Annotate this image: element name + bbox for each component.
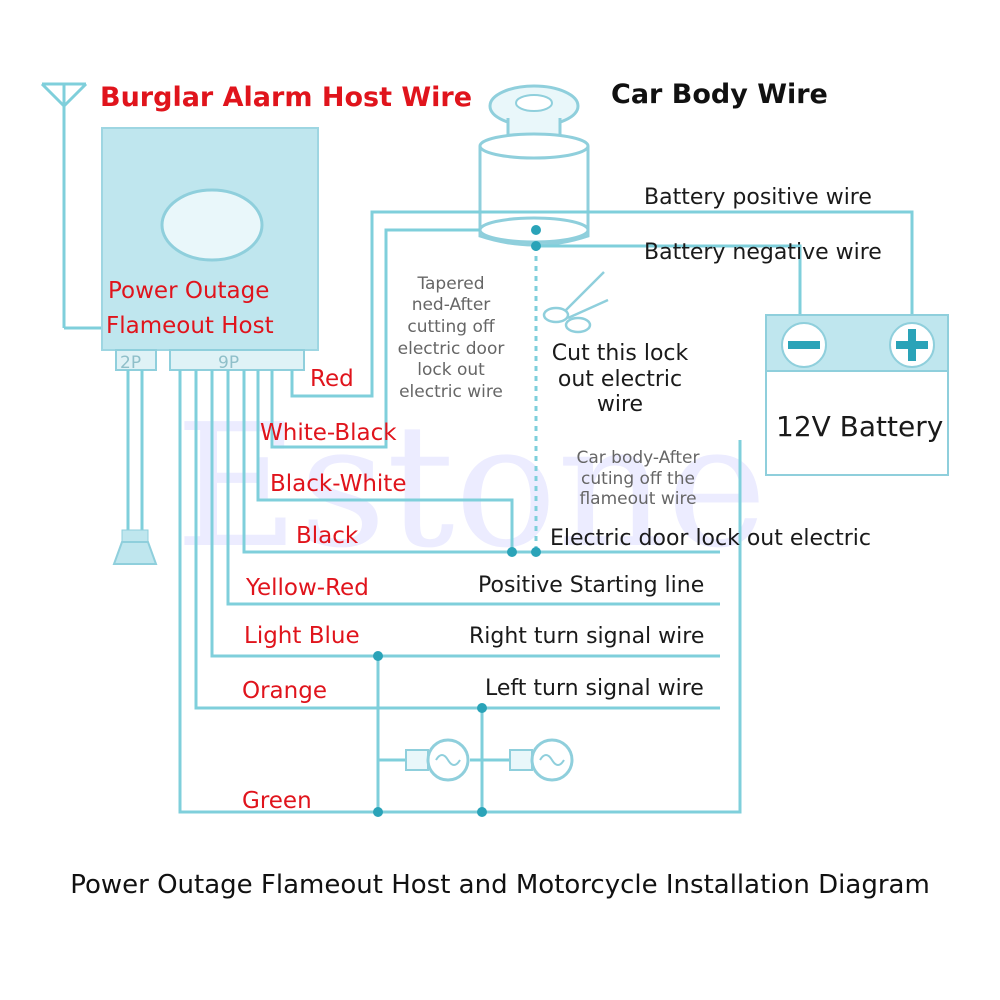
label-yellow-red: Yellow-Red	[245, 575, 369, 601]
ignition-switch-icon	[478, 84, 590, 247]
diagram-caption: Power Outage Flameout Host and Motorcycl…	[70, 870, 930, 900]
battery-12v: 12V Battery	[765, 314, 949, 476]
junction-nodes	[373, 225, 541, 817]
label-red: Red	[310, 366, 354, 392]
siren-icon	[112, 370, 158, 565]
label-positive-starting: Positive Starting line	[478, 573, 704, 598]
label-light-blue: Light Blue	[244, 623, 360, 649]
label-green: Green	[242, 788, 312, 814]
label-battery-negative: Battery negative wire	[644, 240, 882, 265]
connector-9p: 9P	[169, 349, 305, 373]
svg-text:lock out: lock out	[417, 360, 485, 380]
label-battery-positive: Battery positive wire	[644, 185, 872, 210]
host-wire-title: Burglar Alarm Host Wire	[100, 82, 472, 113]
antenna-icon	[40, 82, 104, 330]
svg-text:Car body-After: Car body-After	[576, 448, 699, 468]
svg-text:Tapered: Tapered	[416, 274, 484, 294]
svg-text:Cut this lock: Cut this lock	[552, 341, 689, 366]
svg-text:out electric: out electric	[558, 367, 682, 392]
svg-text:electric wire: electric wire	[399, 382, 503, 402]
battery-label: 12V Battery	[776, 410, 943, 443]
flameout-host: Power Outage Flameout Host	[101, 127, 319, 351]
label-left-turn: Left turn signal wire	[485, 676, 704, 701]
svg-text:ned-After: ned-After	[412, 295, 491, 315]
label-right-turn: Right turn signal wire	[469, 624, 704, 649]
label-white-black: White-Black	[260, 420, 397, 446]
host-name-line2: Flameout Host	[106, 313, 274, 339]
svg-text:flameout wire: flameout wire	[579, 489, 696, 509]
connector-9p-label: 9P	[218, 353, 239, 373]
connector-2p-label: 2P	[120, 353, 141, 373]
svg-text:cutting off: cutting off	[407, 317, 496, 337]
left-turn-bulb-icon	[509, 738, 574, 782]
body-wire-title: Car Body Wire	[611, 79, 828, 110]
svg-text:cuting off the: cuting off the	[581, 469, 695, 489]
scissors-icon	[542, 271, 609, 334]
label-black: Black	[296, 523, 359, 549]
right-turn-bulb-icon	[405, 738, 470, 782]
car-body-note: Car body-After cuting off the flameout w…	[576, 448, 699, 509]
wires	[178, 210, 914, 814]
svg-text:wire: wire	[597, 392, 643, 417]
label-door-lock-out: Electric door lock out electric	[550, 526, 871, 551]
host-name-line1: Power Outage	[108, 278, 269, 304]
svg-text:electric door: electric door	[398, 339, 505, 359]
label-black-white: Black-White	[270, 471, 406, 497]
connector-2p: 2P	[115, 349, 157, 373]
label-orange: Orange	[242, 678, 327, 704]
cut-note: Cut this lock out electric wire	[552, 341, 689, 417]
tapered-note: Tapered ned-After cutting off electric d…	[398, 274, 505, 402]
